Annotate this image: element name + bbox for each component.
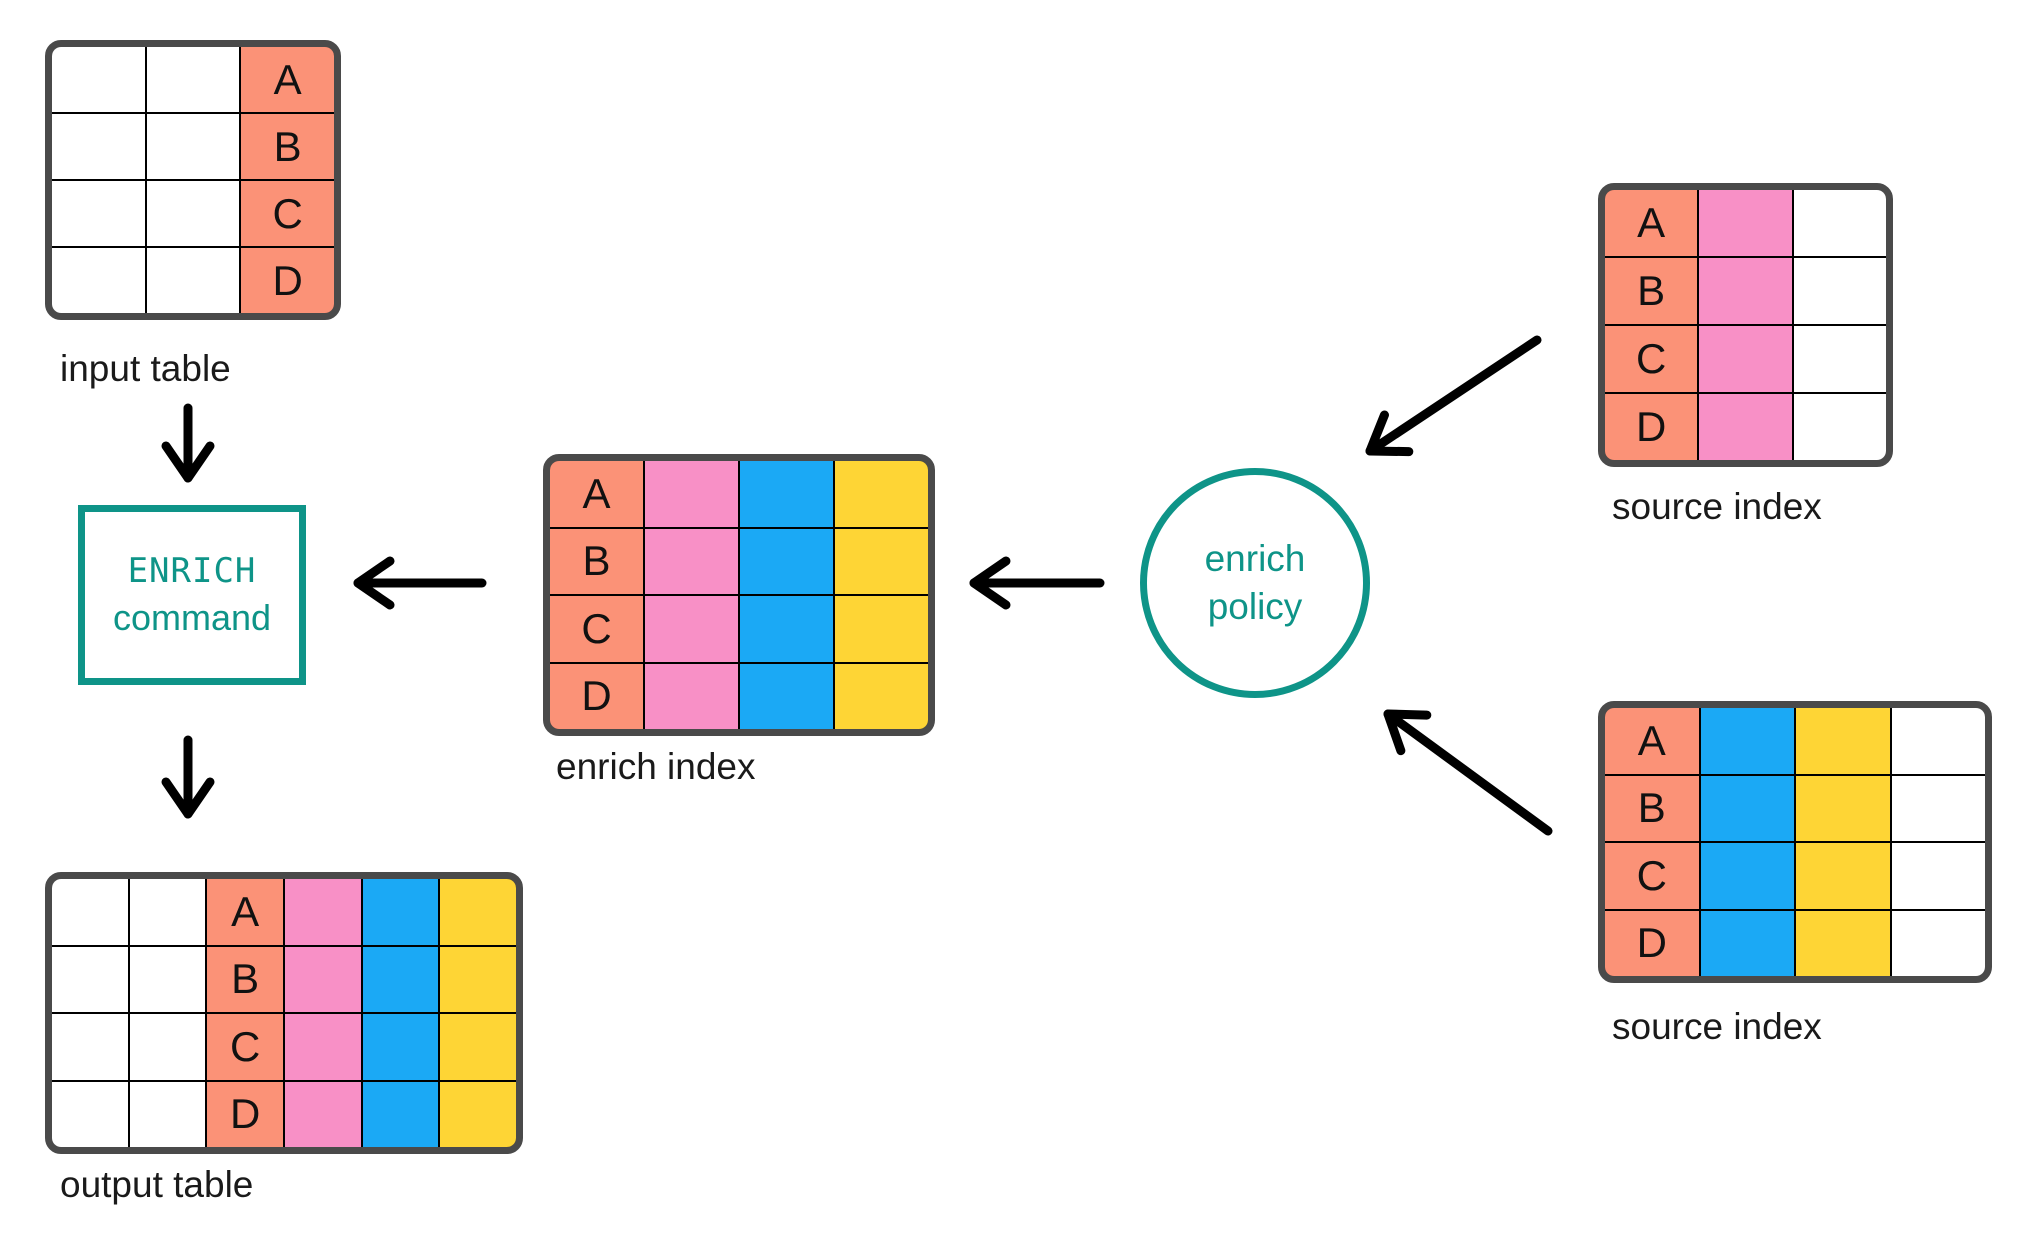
source-index-bottom-label: source index — [1612, 1006, 1822, 1047]
table-cell — [146, 114, 240, 179]
table-cell — [740, 663, 833, 729]
table-cell — [52, 181, 145, 246]
table-cell — [52, 114, 145, 179]
table-cell: A — [1605, 190, 1698, 256]
table-cell — [284, 1014, 361, 1080]
table-cell — [129, 946, 206, 1012]
table-cell — [1891, 910, 1985, 976]
table-cell — [835, 528, 928, 594]
table-cell — [1796, 910, 1890, 976]
source-index-top-label: source index — [1612, 486, 1822, 527]
input-table-label: input table — [60, 348, 231, 389]
table-cell — [1793, 326, 1886, 392]
table-cell: B — [241, 114, 334, 179]
table-cell: A — [550, 461, 643, 527]
table-cell — [52, 1014, 128, 1080]
table-cell — [645, 663, 738, 729]
table-cell: D — [550, 663, 643, 729]
table-cell: B — [207, 946, 283, 1012]
enrich-command-keyword: ENRICH — [127, 551, 257, 591]
table-cell: D — [241, 248, 334, 313]
enrich-command-box: ENRICH command — [78, 505, 306, 685]
table-cell — [1700, 843, 1794, 909]
table-cell — [1700, 910, 1794, 976]
table-cell — [284, 879, 361, 945]
table-cell — [440, 1014, 516, 1080]
table-cell — [362, 1014, 439, 1080]
table-cell — [1891, 843, 1985, 909]
enrich-index-label: enrich index — [556, 746, 756, 787]
table-cell — [362, 946, 439, 1012]
table-cell — [440, 879, 516, 945]
table-cell — [52, 946, 128, 1012]
table-cell — [740, 461, 833, 527]
table-cell — [440, 1081, 516, 1147]
table-cell — [146, 181, 240, 246]
table-cell — [835, 461, 928, 527]
table-cell — [1796, 843, 1890, 909]
table-cell: B — [1605, 775, 1699, 841]
table-cell — [362, 1081, 439, 1147]
table-cell — [740, 528, 833, 594]
table-cell — [146, 248, 240, 313]
table-cell — [1700, 708, 1794, 774]
enrich-policy-circle: enrich policy — [1140, 468, 1370, 698]
table-cell — [129, 1014, 206, 1080]
table-cell — [1796, 775, 1890, 841]
table-cell — [146, 47, 240, 112]
output-table-label: output table — [60, 1164, 254, 1205]
table-cell — [284, 946, 361, 1012]
table-cell: B — [1605, 258, 1698, 324]
table-cell — [1700, 775, 1794, 841]
table-cell: C — [207, 1014, 283, 1080]
table-cell — [835, 596, 928, 662]
enrich-policy-line1: enrich — [1204, 538, 1306, 579]
arrow-source-bottom-to-policy — [1383, 709, 1553, 836]
table-cell — [835, 663, 928, 729]
table-cell: C — [1605, 326, 1698, 392]
table-cell: C — [550, 596, 643, 662]
table-cell: D — [1605, 910, 1699, 976]
table-cell — [440, 946, 516, 1012]
table-cell — [129, 1081, 206, 1147]
table-cell — [52, 1081, 128, 1147]
table-cell: B — [550, 528, 643, 594]
table-cell: D — [207, 1081, 283, 1147]
enrich-command-word: command — [112, 597, 272, 638]
table-cell — [1891, 775, 1985, 841]
table-cell — [1699, 394, 1792, 460]
table-cell — [1793, 258, 1886, 324]
table-cell: C — [241, 181, 334, 246]
table-cell — [740, 596, 833, 662]
table-cell — [52, 248, 145, 313]
table-cell — [1699, 326, 1792, 392]
table-cell — [52, 879, 128, 945]
table-cell — [52, 47, 145, 112]
arrow-source-top-to-policy — [1365, 335, 1542, 457]
table-cell: A — [1605, 708, 1699, 774]
table-cell — [645, 528, 738, 594]
table-cell: D — [1605, 394, 1698, 460]
table-cell — [645, 596, 738, 662]
table-cell — [645, 461, 738, 527]
table-cell — [129, 879, 206, 945]
table-cell — [1699, 258, 1792, 324]
table-cell — [284, 1081, 361, 1147]
table-cell — [1793, 394, 1886, 460]
enrich-policy-line2: policy — [1207, 586, 1303, 627]
table-cell: A — [207, 879, 283, 945]
table-cell — [362, 879, 439, 945]
table-cell — [1793, 190, 1886, 256]
table-cell: A — [241, 47, 334, 112]
table-cell: C — [1605, 843, 1699, 909]
table-cell — [1699, 190, 1792, 256]
table-cell — [1796, 708, 1890, 774]
table-cell — [1891, 708, 1985, 774]
